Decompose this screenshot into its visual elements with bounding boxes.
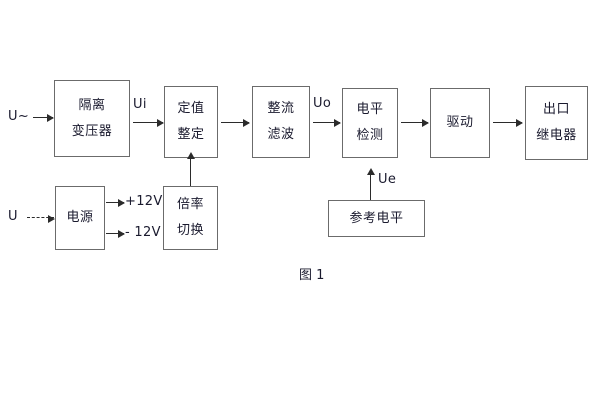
- arrow-setting-value-to-rectify-filter: [221, 118, 250, 127]
- signal-label-ui: Ui: [133, 97, 147, 112]
- block-output-relay-line-1: 出口: [542, 102, 570, 118]
- block-level-detection-line-2: 检测: [356, 128, 384, 143]
- block-power-supply-line-1: 电源: [66, 210, 94, 226]
- block-rectify-filter-line-2: 滤波: [267, 127, 295, 142]
- arrow-ac-input-to-isolation-transformer: [33, 113, 54, 122]
- block-drive: 驱动: [430, 88, 490, 158]
- block-isolation-transformer-line-2: 变压器: [71, 123, 113, 139]
- block-reference-level: 参考电平: [328, 200, 425, 237]
- block-rectify-filter: 整流 滤波: [252, 86, 310, 158]
- block-isolation-transformer-line-1: 隔离: [78, 97, 106, 113]
- block-multiplier-switch: 倍率 切换: [163, 186, 218, 250]
- dc-input-label: U: [8, 209, 18, 224]
- block-drive-line-1: 驱动: [446, 115, 474, 131]
- block-multiplier-switch-line-2: 切换: [176, 223, 204, 238]
- block-power-supply: 电源: [55, 186, 105, 250]
- arrow-reference-level-to-level-detection: [366, 168, 375, 200]
- signal-label-ue: Ue: [378, 172, 397, 187]
- figure-caption: 图 1: [299, 268, 325, 283]
- block-level-detection: 电平 检测: [342, 88, 398, 158]
- arrow-power-supply-positive-rail: [106, 198, 125, 207]
- block-level-detection-line-1: 电平: [356, 102, 384, 118]
- arrow-level-detection-to-drive: [401, 118, 429, 127]
- block-setting-value-line-2: 整定: [177, 127, 205, 142]
- arrow-drive-to-output-relay: [493, 118, 523, 127]
- signal-label-uo: Uo: [313, 96, 332, 111]
- arrow-isolation-transformer-to-setting-value: [133, 118, 164, 127]
- block-isolation-transformer: 隔离 变压器: [54, 80, 130, 157]
- block-multiplier-switch-line-1: 倍率: [176, 197, 204, 213]
- rail-label-positive: +12V: [125, 194, 163, 209]
- ac-input-label: U~: [8, 109, 30, 124]
- arrow-dc-input-to-power-supply: [27, 214, 55, 223]
- arrow-rectify-filter-to-level-detection: [313, 118, 341, 127]
- block-output-relay: 出口 继电器: [525, 86, 588, 160]
- block-rectify-filter-line-1: 整流: [267, 101, 295, 117]
- arrow-multiplier-switch-to-setting-value: [186, 152, 195, 186]
- rail-label-negative: - 12V: [125, 225, 161, 240]
- block-output-relay-line-2: 继电器: [536, 128, 577, 143]
- block-reference-level-line-1: 参考电平: [349, 210, 404, 226]
- block-setting-value-line-1: 定值: [177, 101, 205, 117]
- block-setting-value: 定值 整定: [164, 86, 218, 158]
- arrow-power-supply-negative-rail: [106, 229, 125, 238]
